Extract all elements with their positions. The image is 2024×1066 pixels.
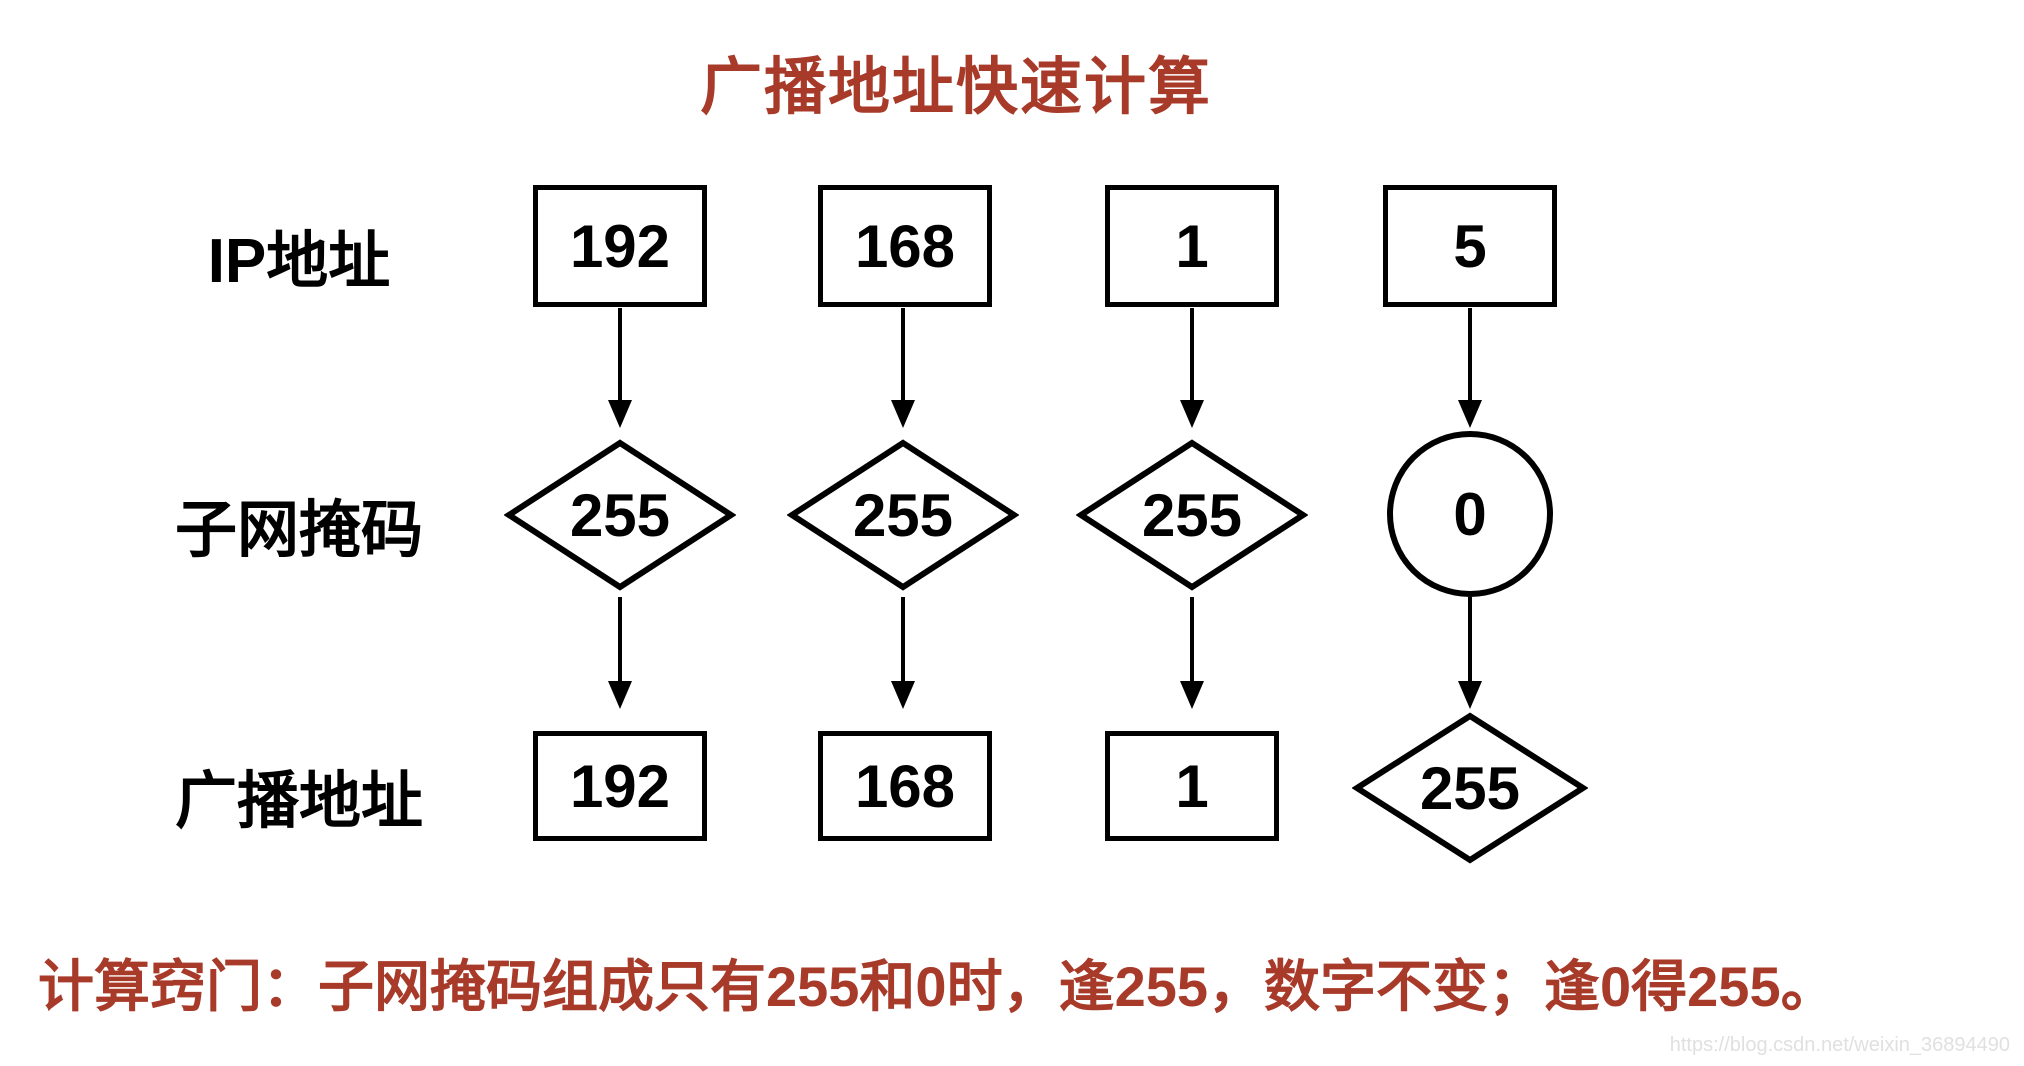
diamond-shape [787, 439, 1019, 591]
ip-octet-2-box: 168 [818, 185, 992, 307]
ip-octet-1-value: 192 [569, 212, 671, 280]
watermark-url: https://blog.csdn.net/weixin_36894490 [1669, 1034, 2010, 1056]
down-arrow-mask-to-bcast-1 [608, 597, 632, 709]
broadcast-octet-2-value: 168 [854, 752, 956, 820]
mask-octet-3-diamond: 255 [1076, 438, 1308, 592]
down-arrow-ip-to-mask-2 [891, 308, 915, 428]
mask-octet-1-diamond: 255 [504, 438, 736, 592]
broadcast-octet-1-value: 192 [569, 752, 671, 820]
broadcast-octet-2-box: 168 [818, 731, 992, 841]
down-arrow-ip-to-mask-3 [1180, 308, 1204, 428]
broadcast-octet-3-value: 1 [1175, 752, 1209, 820]
ip-octet-1-box: 192 [533, 185, 707, 307]
down-arrow-mask-to-bcast-2 [891, 597, 915, 709]
broadcast-octet-3-box: 1 [1105, 731, 1279, 841]
broadcast-octet-4-diamond: 255 [1352, 711, 1588, 865]
mask-octet-4-circle: 0 [1387, 431, 1553, 597]
down-arrow-mask-to-bcast-3 [1180, 597, 1204, 709]
down-arrow-ip-to-mask-4 [1458, 308, 1482, 428]
row-label-broadcast-address: 广播地址 [174, 767, 423, 836]
broadcast-octet-4-value: 255 [1419, 754, 1521, 822]
mask-octet-1-value: 255 [569, 481, 671, 549]
diamond-shape [1076, 439, 1308, 591]
mask-octet-4-value: 0 [1453, 480, 1487, 548]
down-arrow-ip-to-mask-1 [608, 308, 632, 428]
mask-octet-2-value: 255 [852, 481, 954, 549]
down-arrow-mask-to-bcast-4 [1458, 597, 1482, 709]
mask-octet-2-diamond: 255 [787, 438, 1019, 592]
ip-octet-4-box: 5 [1383, 185, 1557, 307]
diamond-shape [1352, 712, 1588, 864]
broadcast-octet-1-box: 192 [533, 731, 707, 841]
ip-octet-2-value: 168 [854, 212, 956, 280]
mask-octet-3-value: 255 [1141, 481, 1243, 549]
ip-octet-3-box: 1 [1105, 185, 1279, 307]
ip-octet-4-value: 5 [1453, 212, 1487, 280]
row-label-subnet-mask: 子网掩码 [174, 496, 423, 565]
diamond-shape [504, 439, 736, 591]
diagram-title: 广播地址快速计算 [699, 53, 1213, 122]
row-label-ip-address: IP地址 [207, 227, 391, 296]
calculation-tip-text: 计算窍门：子网掩码组成只有255和0时，逢255，数字不变；逢0得255。 [38, 955, 1837, 1018]
ip-octet-3-value: 1 [1175, 212, 1209, 280]
